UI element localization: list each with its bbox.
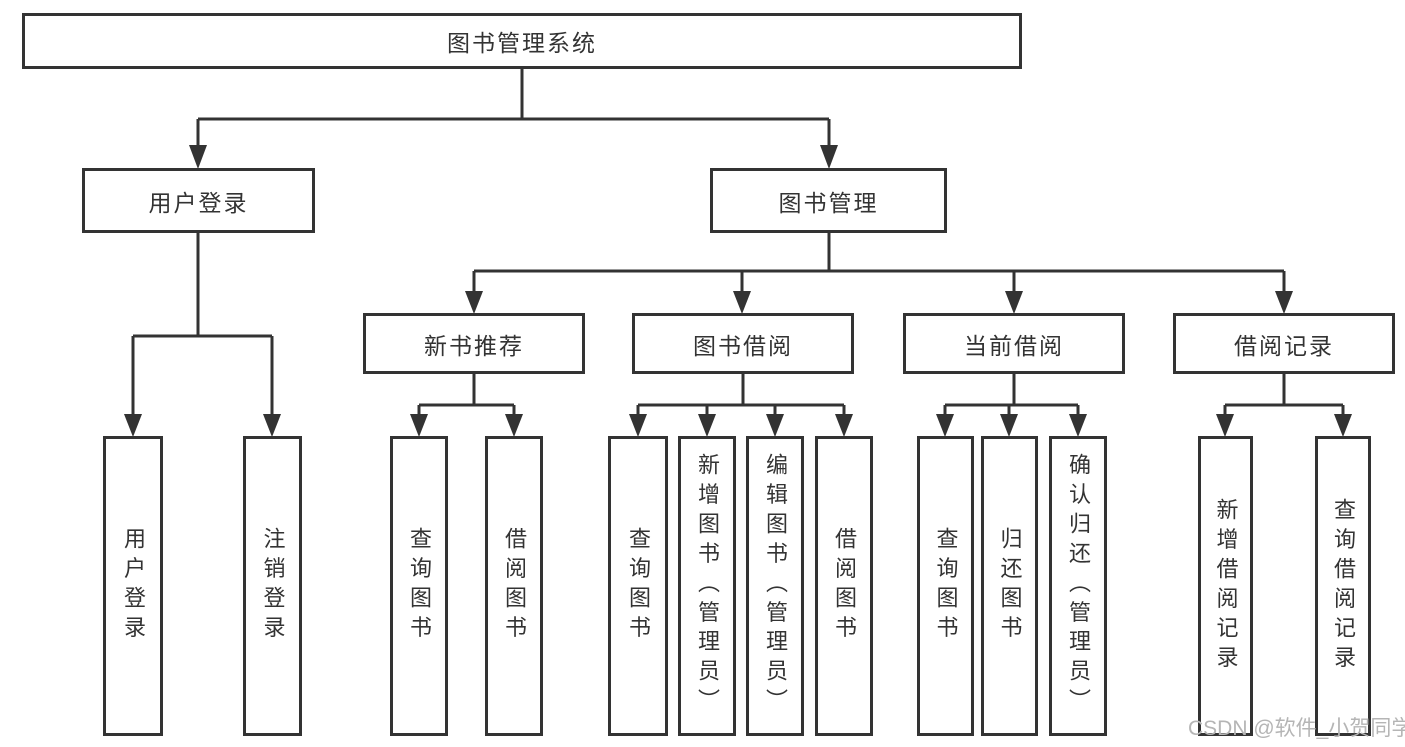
arrow-down-icon [124, 414, 142, 437]
arrow-down-icon [1000, 414, 1018, 437]
leaf-label: 新增借阅记录 [1213, 497, 1239, 675]
arrow-down-icon [820, 145, 838, 169]
arrow-down-icon [766, 414, 784, 437]
node-new-book-recommend: 新书推荐 [363, 313, 585, 374]
leaf-add-borrow-record: 新增借阅记录 [1198, 436, 1253, 736]
node-user-login: 用户登录 [82, 168, 315, 233]
leaf-borrow-books-recommend: 借阅图书 [485, 436, 543, 736]
arrow-down-icon [410, 414, 428, 437]
arrow-down-icon [1216, 414, 1234, 437]
leaf-label: 查询借阅记录 [1331, 497, 1356, 675]
arrow-down-icon [733, 291, 751, 314]
node-borrow-records: 借阅记录 [1173, 313, 1395, 374]
leaf-edit-books-admin: 编辑图书（管理员） [746, 436, 804, 736]
arrow-down-icon [698, 414, 716, 437]
leaf-label: 注销登录 [260, 527, 286, 645]
node-root: 图书管理系统 [22, 13, 1022, 69]
node-book-management: 图书管理 [710, 168, 947, 233]
arrow-down-icon [465, 291, 483, 314]
leaf-label: 查询图书 [933, 527, 959, 645]
arrowheads [124, 145, 1352, 437]
arrow-down-icon [835, 414, 853, 437]
leaf-label: 借阅图书 [832, 527, 857, 645]
arrow-down-icon [1005, 291, 1023, 314]
leaf-user-login: 用户登录 [103, 436, 163, 736]
leaf-logout: 注销登录 [243, 436, 302, 736]
arrow-down-icon [629, 414, 647, 437]
leaf-borrow-books: 借阅图书 [815, 436, 873, 736]
leaf-label: 新增图书（管理员） [695, 453, 720, 719]
arrow-down-icon [1334, 414, 1352, 437]
node-current-borrow: 当前借阅 [903, 313, 1125, 374]
leaf-label: 归还图书 [997, 527, 1023, 645]
arrow-down-icon [263, 414, 281, 437]
leaf-query-books-borrow: 查询图书 [608, 436, 668, 736]
arrow-down-icon [936, 414, 954, 437]
arrow-down-icon [1275, 291, 1293, 314]
leaf-label: 借阅图书 [502, 527, 527, 645]
leaf-query-books-current: 查询图书 [917, 436, 974, 736]
leaf-query-books-recommend: 查询图书 [390, 436, 448, 736]
connector-path [131, 68, 1345, 415]
node-book-borrow: 图书借阅 [632, 313, 854, 374]
leaf-label: 编辑图书（管理员） [763, 453, 788, 719]
leaf-label: 查询图书 [626, 527, 651, 645]
leaf-add-books-admin: 新增图书（管理员） [678, 436, 736, 736]
leaf-return-books: 归还图书 [981, 436, 1038, 736]
arrow-down-icon [505, 414, 523, 437]
leaf-label: 确认归还（管理员） [1066, 453, 1091, 719]
leaf-label: 用户登录 [121, 527, 146, 645]
leaf-query-borrow-record: 查询借阅记录 [1315, 436, 1371, 736]
leaf-confirm-return-admin: 确认归还（管理员） [1049, 436, 1107, 736]
arrow-down-icon [189, 145, 207, 169]
leaf-label: 查询图书 [407, 527, 432, 645]
arrow-down-icon [1069, 414, 1087, 437]
csdn-watermark: CSDN @软件_小贺同学 [1188, 717, 1405, 740]
